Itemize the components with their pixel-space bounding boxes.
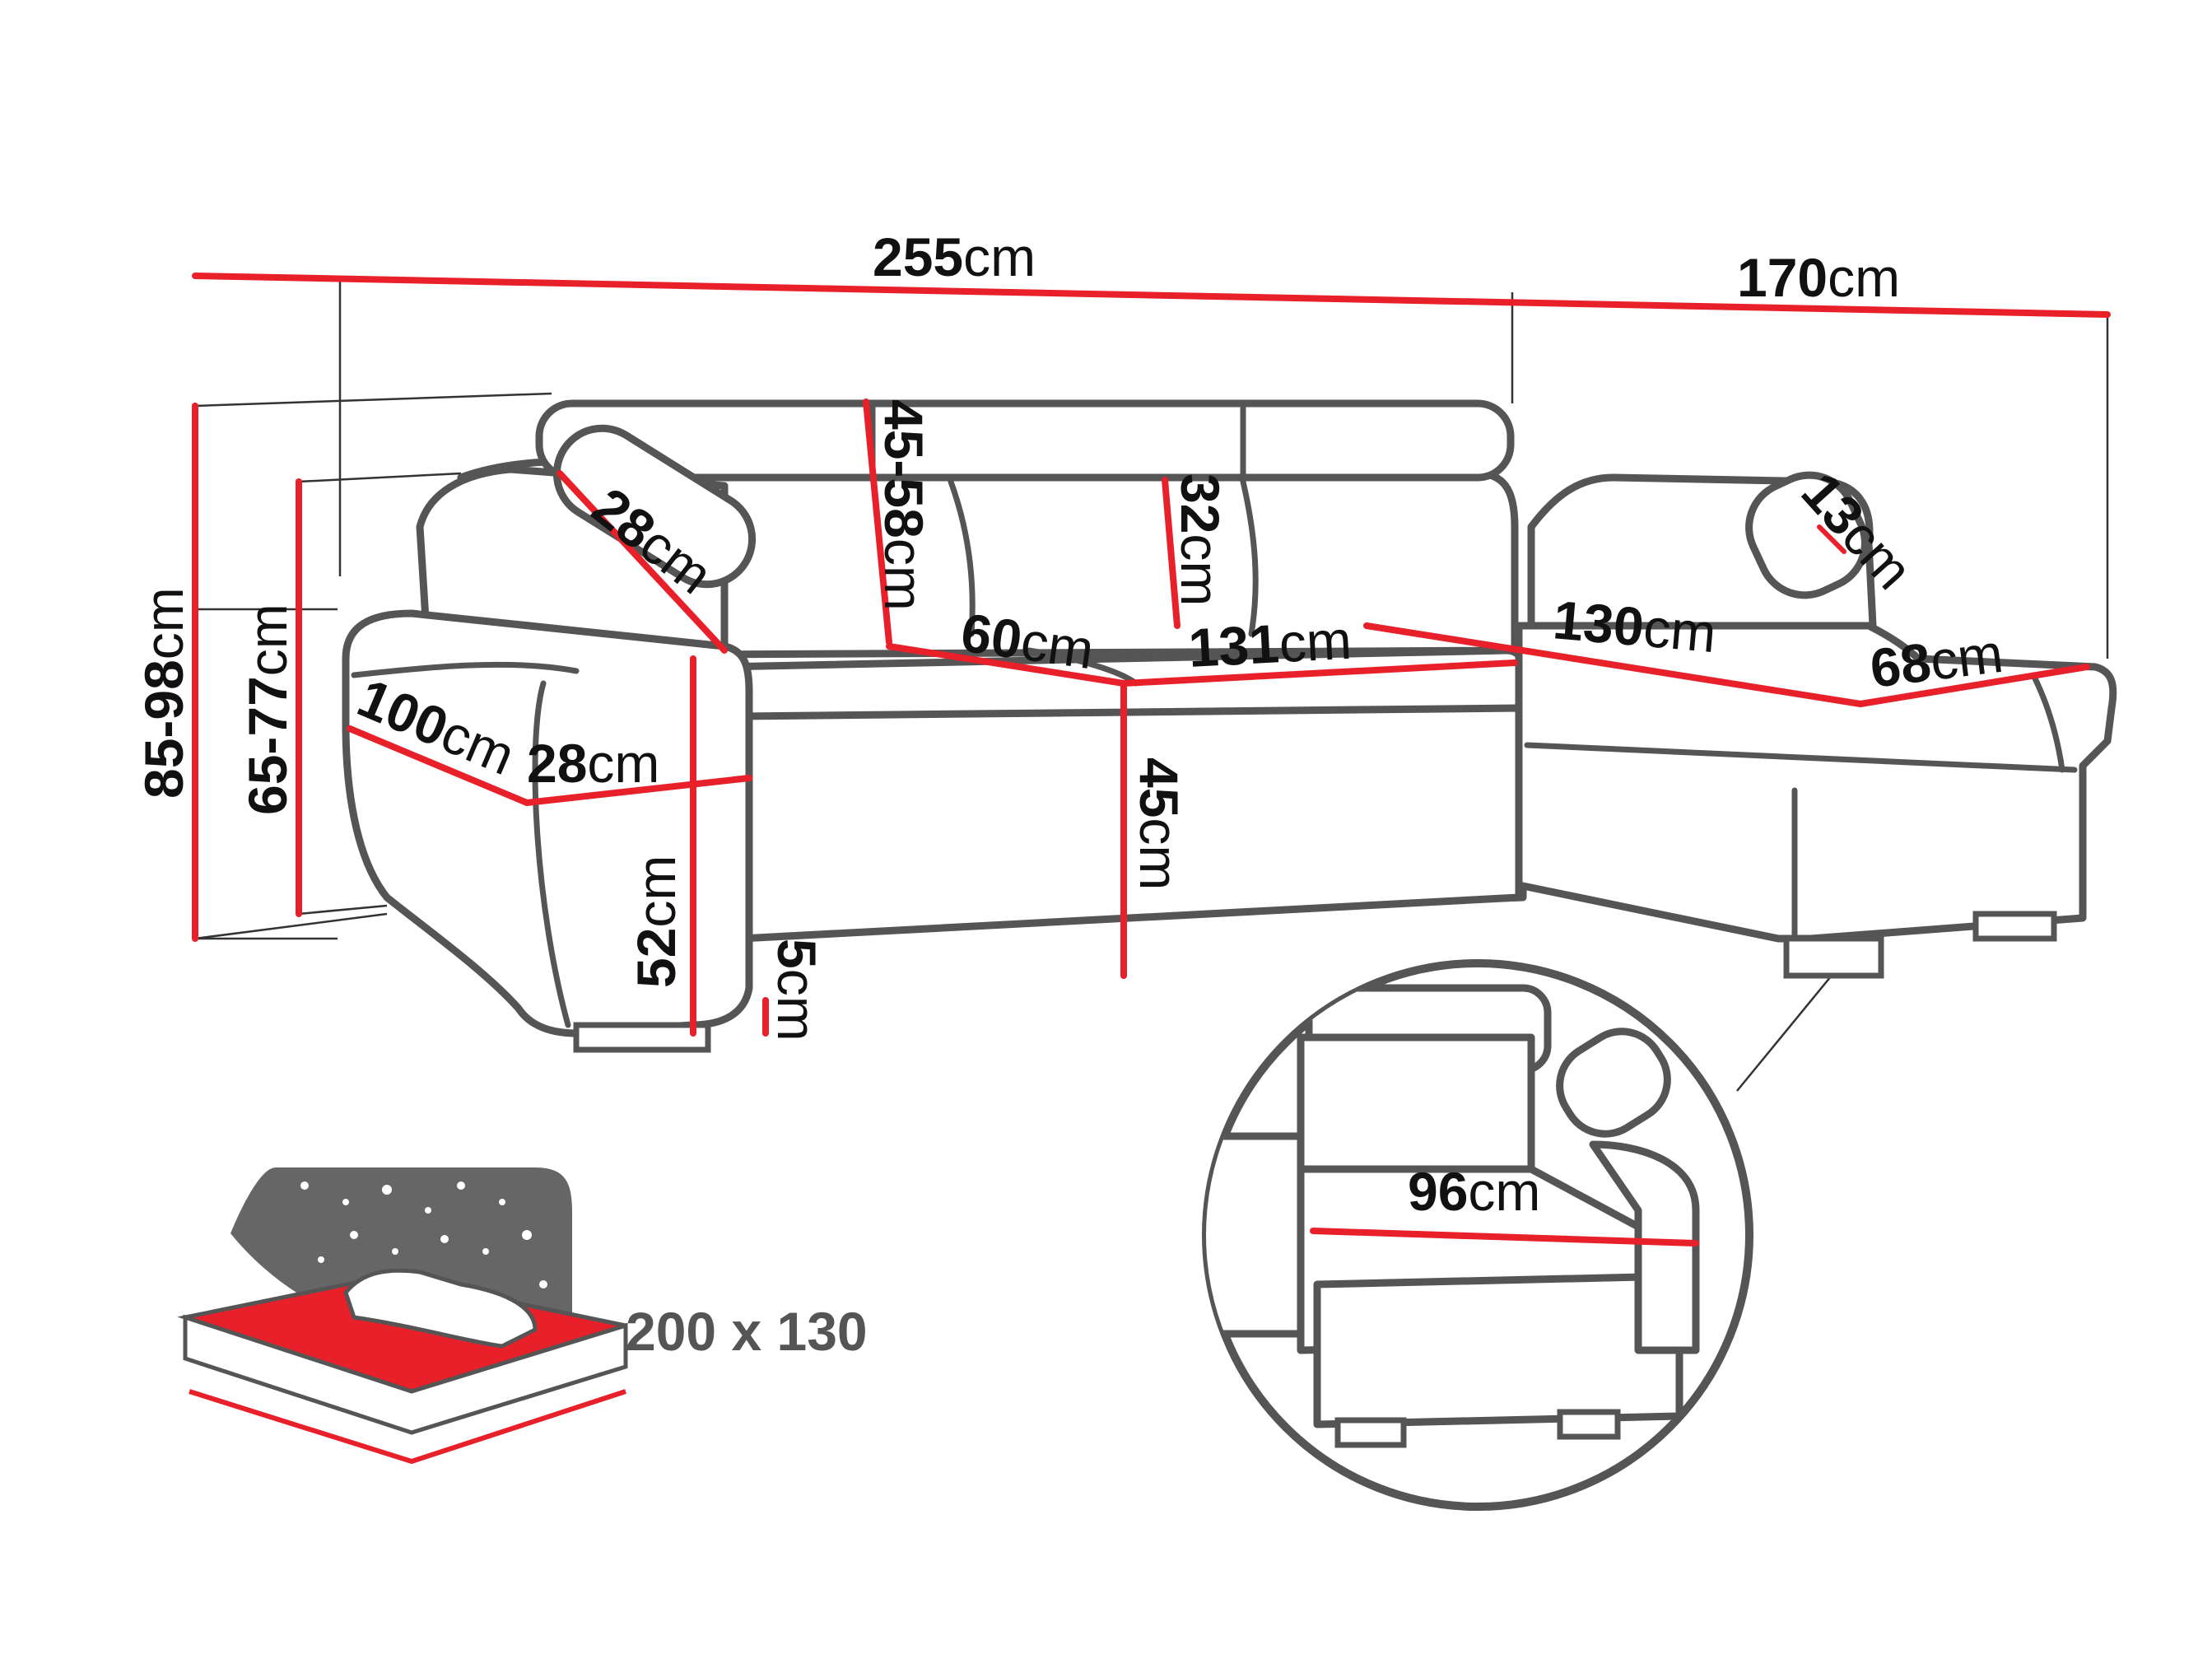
bed-size-label: 200 x 130	[626, 1301, 868, 1362]
label-headrest-height: 32cm	[1170, 473, 1231, 606]
label-height-headrest: 85-98cm	[133, 587, 194, 799]
label-seat-width: 131cm	[1187, 609, 1353, 678]
label-total-width: 255cm	[873, 226, 1036, 287]
label-headrest-range: 45-58cm	[873, 399, 934, 611]
label-chaise-depth: 68cm	[1867, 622, 2006, 699]
label-height-back: 65-77cm	[237, 603, 298, 815]
label-detail-width: 96cm	[1408, 1161, 1540, 1222]
label-arm-height: 52cm	[626, 855, 687, 988]
label-leg-height: 5cm	[766, 939, 827, 1042]
detail-zoom: 96cm	[1202, 959, 1753, 1511]
bed-icon: 200 x 130	[177, 1167, 868, 1465]
label-chaise-length: 130cm	[1551, 589, 1719, 664]
label-arm-width: 28cm	[527, 733, 659, 794]
label-seat-height: 45cm	[1129, 757, 1190, 890]
label-chaise-width: 170cm	[1737, 247, 1900, 308]
label-seat-depth: 60cm	[957, 602, 1097, 681]
sofa-illustration	[342, 399, 2117, 1053]
dimension-lines	[192, 273, 2111, 1037]
